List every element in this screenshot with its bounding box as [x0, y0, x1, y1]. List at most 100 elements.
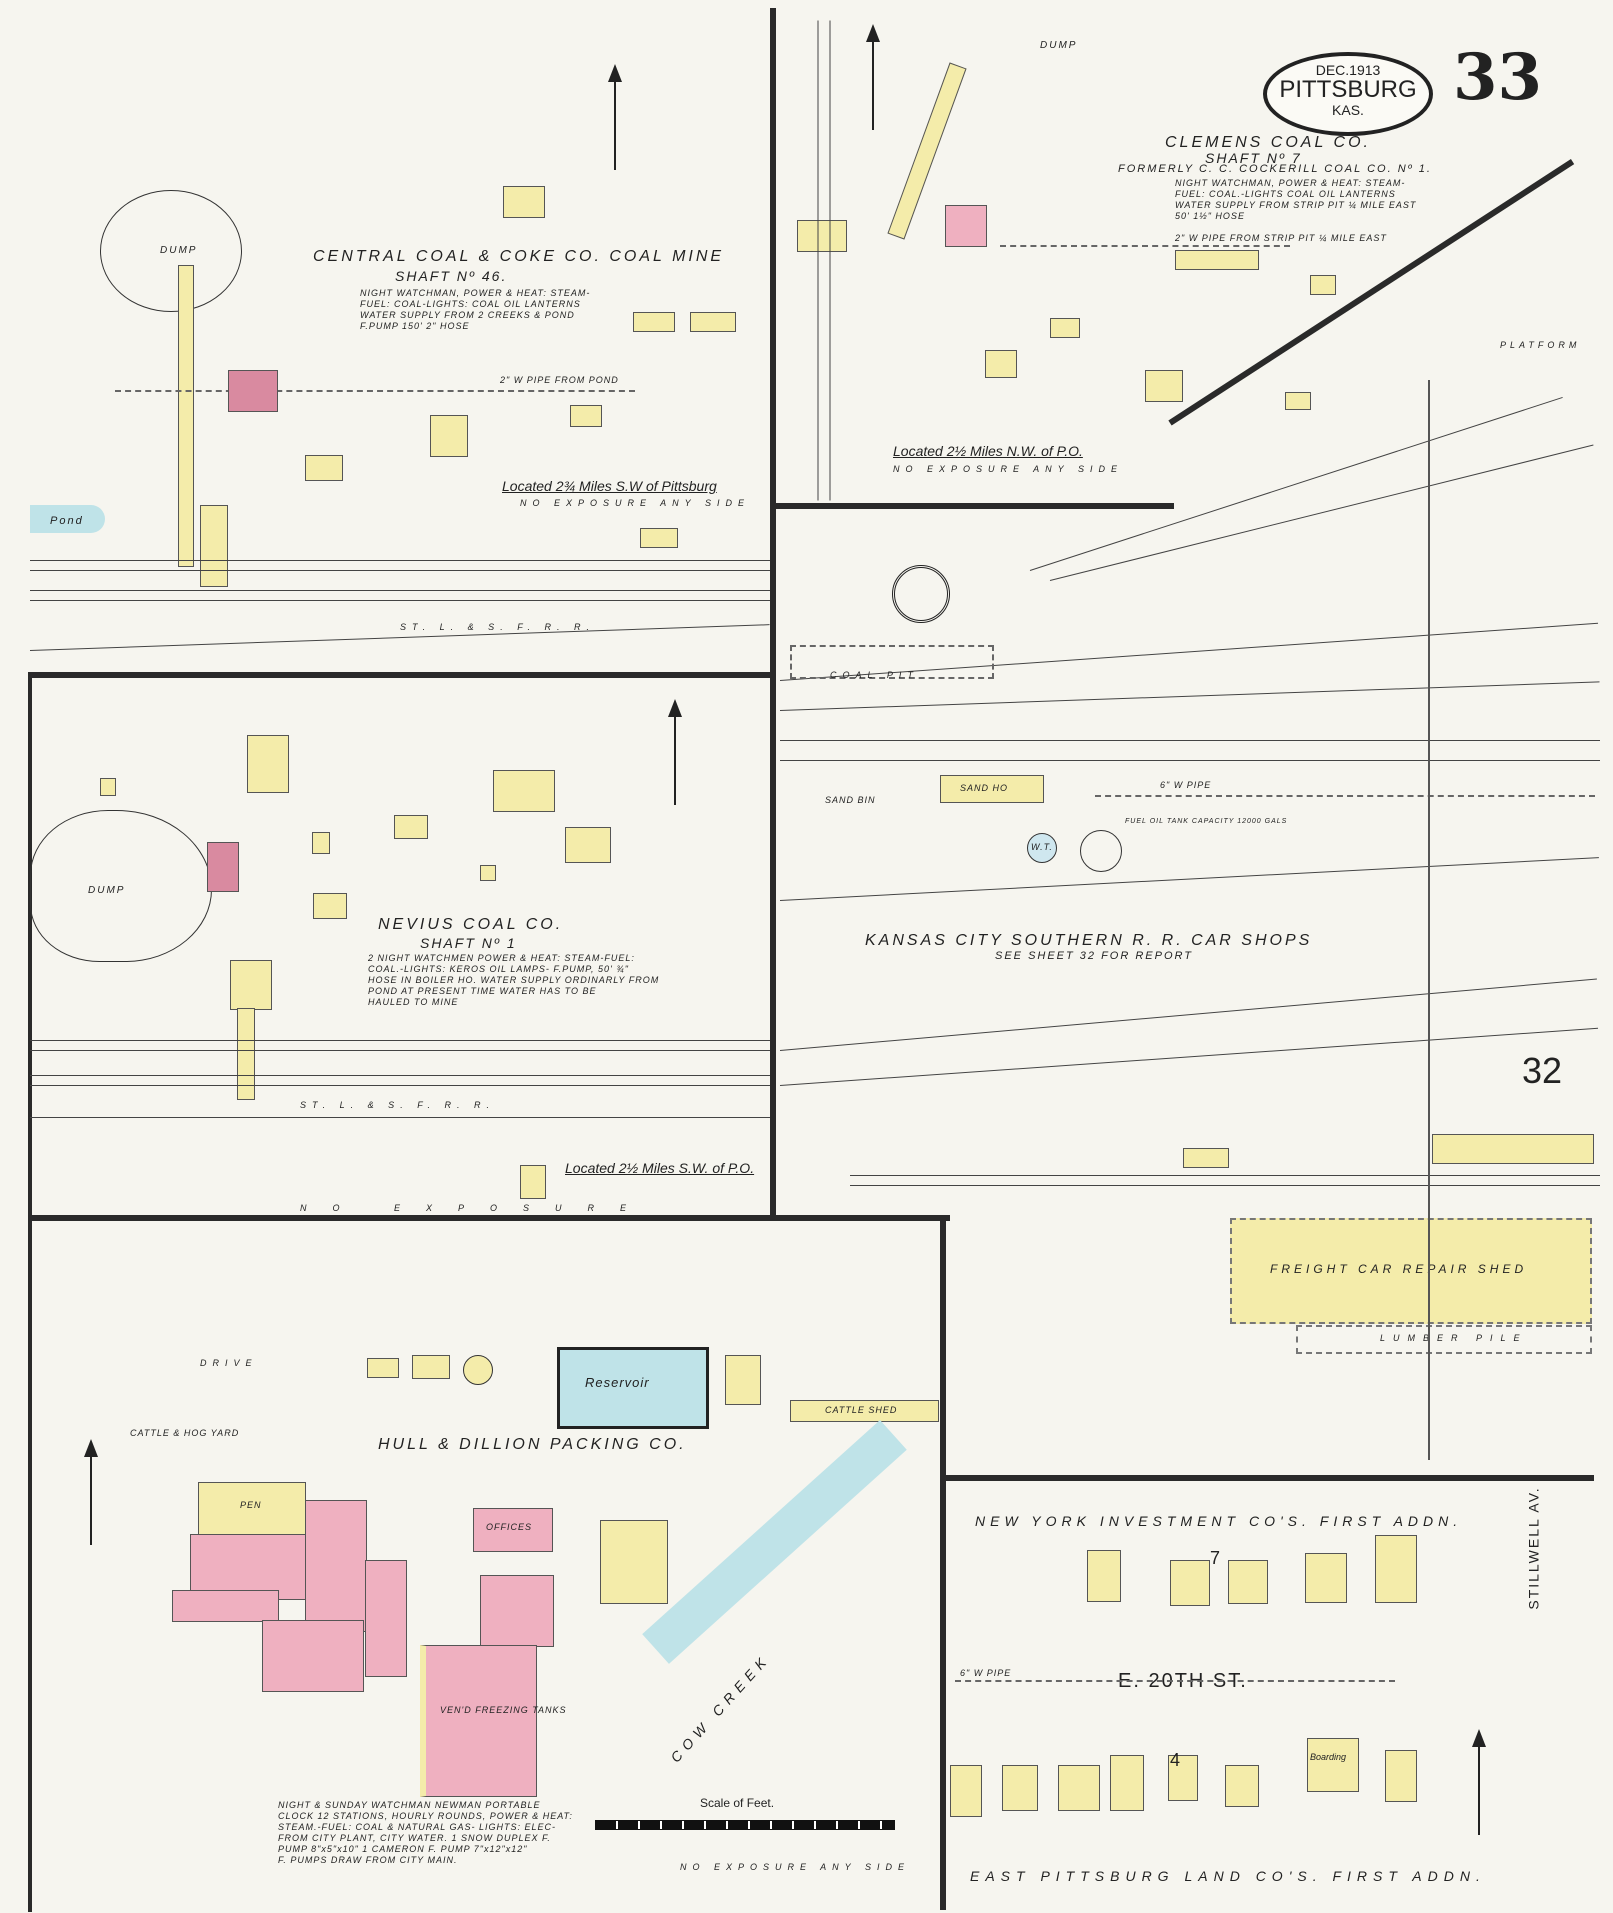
water-pipe: [1095, 795, 1595, 797]
track: [30, 600, 770, 601]
supply-ho: [570, 405, 602, 427]
central-coal-subtitle: SHAFT Nº 46.: [395, 268, 508, 284]
nevius-subtitle: SHAFT Nº 1: [420, 935, 517, 951]
dump-outline: [100, 190, 242, 312]
track: [30, 1040, 770, 1041]
nevius-exposure-bottom: NO EXPOSURE: [300, 1203, 653, 1213]
cow-creek: [642, 1420, 907, 1664]
dwelling: [1110, 1755, 1144, 1811]
building-b: [503, 186, 545, 218]
eng-fan: [520, 1165, 546, 1199]
platform-label: PLATFORM: [1500, 340, 1581, 350]
reservoir: [557, 1347, 709, 1429]
pen: [198, 1482, 306, 1536]
block-4-label: 4: [1170, 1750, 1183, 1770]
lumber-pile-label: LUMBER PILE: [1380, 1333, 1528, 1343]
curing-rooms: [262, 1620, 364, 1692]
screen-tipple: [200, 505, 228, 587]
clemens-location: Located 2½ Miles N.W. of P.O.: [893, 443, 1083, 459]
silo: [463, 1355, 493, 1385]
track: [30, 560, 770, 561]
pipe-vertical: [1428, 380, 1430, 1460]
freezing-tanks: [420, 1645, 537, 1797]
bl-sm: [313, 893, 347, 919]
wash-ho: [1175, 250, 1259, 270]
building-c: [633, 312, 675, 332]
building: [1050, 318, 1080, 338]
fertilizer-ho: [412, 1355, 450, 1379]
north-arrow-icon: [608, 64, 622, 170]
divider-horizontal-left-top: [30, 672, 774, 678]
trestle: [178, 265, 194, 567]
screen-ho: [797, 220, 847, 252]
offices: [473, 1508, 553, 1552]
auto-garage: [367, 1358, 399, 1378]
powder-ho: [1285, 392, 1311, 410]
north-arrow-icon: [668, 699, 682, 805]
divider-bottom-right: [944, 1475, 1594, 1481]
freight-car-repair-shed: [1230, 1218, 1592, 1324]
offices-label: OFFICES: [486, 1522, 533, 1532]
water-tank: [1027, 833, 1057, 863]
clemens-notes: NIGHT WATCHMAN, POWER & HEAT: STEAM- FUE…: [1175, 178, 1417, 221]
cutting-room: [172, 1590, 279, 1622]
hull-dillion-title: HULL & DILLION PACKING CO.: [378, 1436, 687, 1453]
track: [829, 20, 831, 501]
sand-ho-label: SAND HO: [960, 783, 1009, 793]
bl-sm: [985, 350, 1017, 378]
tipple: [230, 960, 272, 1010]
ny-addn-label: NEW YORK INVESTMENT CO'S. FIRST ADDN.: [975, 1513, 1463, 1529]
dwelling: [1002, 1765, 1038, 1811]
dwelling: [1385, 1750, 1417, 1802]
stillwell-av-label: STILLWELL AV.: [1525, 1486, 1542, 1610]
track: [850, 1185, 1600, 1186]
coal-pit: [790, 645, 994, 679]
central-coal-exposure: NO EXPOSURE ANY SIDE: [520, 498, 751, 508]
powder-ho: [640, 528, 678, 548]
hull-dillion-exposure: NO EXPOSURE ANY SIDE: [680, 1862, 911, 1872]
building-c: [493, 770, 555, 812]
pond-label: Pond: [50, 515, 84, 527]
scale-bar: [595, 1820, 895, 1830]
hoisting-eng: [945, 205, 987, 247]
divider-left-edge: [28, 672, 32, 1912]
pipe-label: 6" W PIPE: [960, 1668, 1012, 1678]
ep-addn-label: EAST PITTSBURG LAND CO'S. FIRST ADDN.: [970, 1868, 1486, 1884]
divider-vertical-bottom: [940, 1215, 946, 1910]
water-pipe: [1000, 245, 1290, 247]
adjacent-sheet-number: 32: [1522, 1050, 1563, 1091]
boiler-house: [207, 842, 239, 892]
bl-sm: [1183, 1148, 1229, 1168]
nevius-location: Located 2½ Miles S.W. of P.O.: [565, 1160, 755, 1176]
boarding-house: [1307, 1738, 1359, 1792]
pipe-label: 2" W PIPE FROM POND: [500, 375, 619, 385]
north-arrow-icon: [1472, 1729, 1486, 1835]
dwelling: [1305, 1553, 1347, 1603]
railroad-label: ST. L. & S. F. R. R.: [300, 1100, 496, 1110]
divider-horizontal-left-mid: [30, 1215, 950, 1221]
divider-clemens-bottom: [774, 503, 1174, 509]
pen-label: PEN: [240, 1500, 262, 1510]
cattle-shed: [790, 1400, 939, 1422]
dwelling: [1375, 1535, 1417, 1603]
nevius-notes: 2 NIGHT WATCHMEN POWER & HEAT: STEAM-FUE…: [368, 953, 660, 1007]
screen: [237, 1008, 255, 1100]
water-pipe: [115, 390, 635, 392]
clemens-subtitle: SHAFT Nº 7: [1205, 150, 1302, 166]
track: [30, 1117, 770, 1118]
engine-house: [600, 1520, 668, 1604]
clemens-title: CLEMENS COAL CO.: [1165, 134, 1371, 151]
reservoir-label: Reservoir: [585, 1375, 650, 1390]
track: [780, 740, 1600, 741]
track: [850, 1175, 1600, 1176]
lumber-pile-outline: [1296, 1325, 1592, 1354]
cow-creek-label: COW CREEK: [667, 1650, 774, 1766]
rendering: [365, 1560, 407, 1677]
central-coal-notes: NIGHT WATCHMAN, POWER & HEAT: STEAM- FUE…: [360, 288, 591, 331]
building-f: [1145, 370, 1183, 402]
track: [817, 20, 819, 501]
dwelling: [1228, 1560, 1268, 1604]
killing-room: [190, 1534, 307, 1600]
building-e: [1310, 275, 1336, 295]
